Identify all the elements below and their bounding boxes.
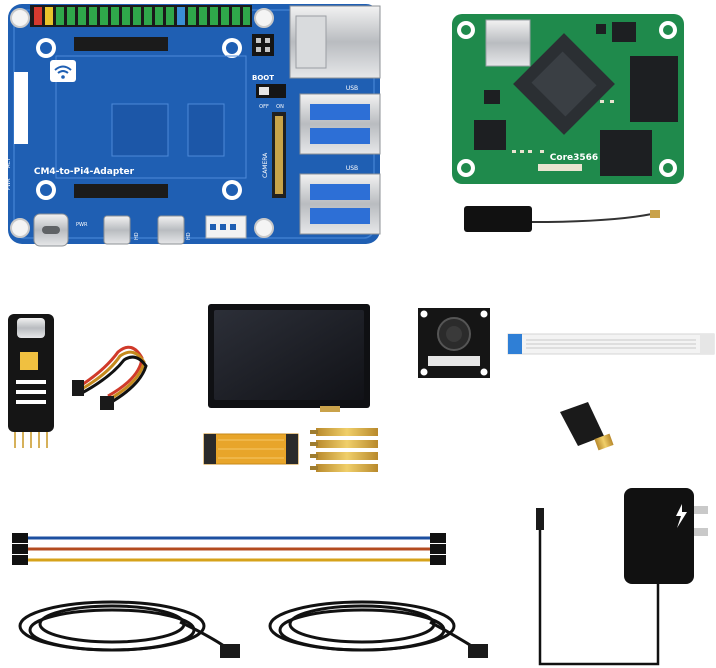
camera-label: CAMERA: [262, 152, 269, 178]
wifi-antenna: [464, 206, 660, 232]
camera-ribbon-cable: [507, 333, 715, 355]
act-led-label: ACT: [6, 157, 12, 168]
switch-off-label: OFF: [259, 104, 269, 110]
switch-on-label: ON: [276, 104, 284, 110]
four-wire-cable: [72, 345, 148, 410]
display-screen: [214, 310, 364, 400]
core3566-module: Core3566: [452, 14, 684, 184]
copper-standoffs: [310, 428, 378, 472]
lightning-icon: [676, 504, 687, 528]
hd-label-2: HD: [186, 232, 192, 240]
board-label: CM4-to-Pi4-Adapter: [34, 167, 135, 177]
emmc-chip: [600, 130, 652, 176]
power-adapter: [536, 488, 708, 666]
hdmi-adapter: [560, 402, 614, 451]
wifi-icon: [50, 60, 76, 82]
hd-label-1: HD: [134, 232, 140, 240]
ethernet-port: [289, 5, 381, 79]
camera-module: [418, 308, 490, 378]
usb-label-2: USB: [346, 165, 358, 172]
lcd-display: [208, 304, 370, 412]
gpio-header: [30, 5, 252, 27]
cm4-connector-bottom: [74, 184, 168, 198]
fpc-cable: [203, 433, 299, 465]
usb-ttl-adapter: [8, 314, 54, 448]
cm4-connector-top: [74, 37, 168, 51]
ram-chip: [630, 56, 678, 122]
wifi-module: [485, 19, 531, 67]
boot-label: BOOT: [252, 74, 274, 82]
usb-cable-1: [18, 600, 240, 658]
micro-hdmi-port-1: [103, 215, 131, 245]
pwr-label: PWR: [76, 222, 88, 228]
pwr-led-label: PWR: [6, 178, 12, 190]
usb-port-2: [299, 173, 381, 235]
usb-label-1: USB: [346, 85, 358, 92]
usb-cable-2: [268, 600, 488, 658]
cm4-to-pi4-adapter-board: BOOT OFF ON CAMERA USB USB CM4-to-Pi4-Ad…: [6, 4, 381, 247]
usb-port-1: [299, 93, 381, 155]
jumper-wires: [12, 533, 446, 565]
micro-hdmi-port-2: [157, 215, 185, 245]
module-label: Core3566: [550, 153, 598, 163]
